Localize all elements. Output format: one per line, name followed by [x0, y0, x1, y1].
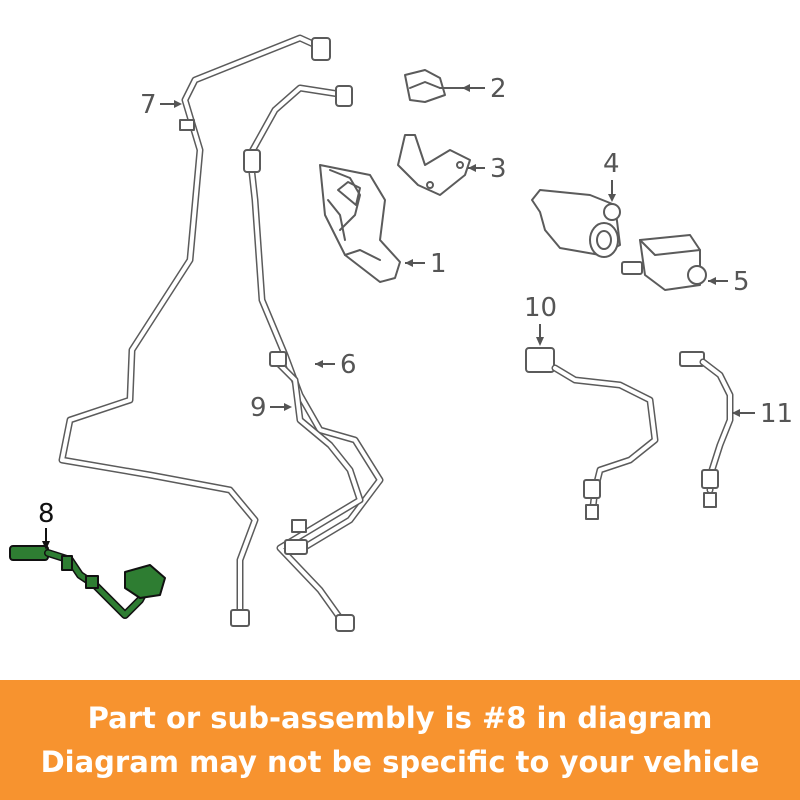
banner-line-disclaimer: Diagram may not be specific to your vehi… [40, 745, 760, 779]
info-banner: Part or sub-assembly is #8 in diagram Di… [0, 680, 800, 800]
callout-6: 6 [315, 350, 357, 380]
callout-10: 10 [524, 293, 557, 346]
part-6-purge-line [243, 84, 384, 554]
svg-text:6: 6 [340, 350, 357, 380]
svg-text:3: 3 [490, 154, 507, 184]
part-8-harness-highlighted [9, 545, 166, 619]
svg-text:1: 1 [430, 249, 447, 279]
callout-11: 11 [732, 399, 793, 429]
callout-9: 9 [250, 393, 292, 423]
svg-text:8: 8 [38, 499, 55, 529]
part-5-solenoid [621, 234, 707, 291]
callout-1: 1 [405, 249, 447, 279]
callout-4: 4 [603, 149, 620, 202]
part-7-vapor-hose [58, 34, 331, 627]
callout-8: 8 [38, 499, 55, 550]
svg-text:7: 7 [140, 90, 157, 120]
part-9-purge-line [269, 351, 364, 632]
svg-text:11: 11 [760, 399, 793, 429]
svg-text:10: 10 [524, 293, 557, 323]
part-1-canister [319, 164, 401, 283]
part-11-sensor [679, 351, 734, 508]
callout-7: 7 [140, 90, 182, 120]
callout-2: 2 [462, 74, 507, 104]
svg-text:2: 2 [490, 74, 507, 104]
svg-text:4: 4 [603, 149, 620, 179]
svg-text:5: 5 [733, 267, 750, 297]
svg-text:9: 9 [250, 393, 267, 423]
callout-3: 3 [468, 154, 507, 184]
callout-5: 5 [708, 267, 750, 297]
part-4-valve [531, 189, 621, 258]
part-2-bracket [404, 69, 469, 103]
part-10-sensor [525, 347, 659, 520]
exploded-parts-diagram: 1 2 3 4 5 6 7 [9, 34, 793, 632]
banner-line-part-number: Part or sub-assembly is #8 in diagram [87, 701, 713, 735]
part-3-bracket [397, 134, 471, 196]
